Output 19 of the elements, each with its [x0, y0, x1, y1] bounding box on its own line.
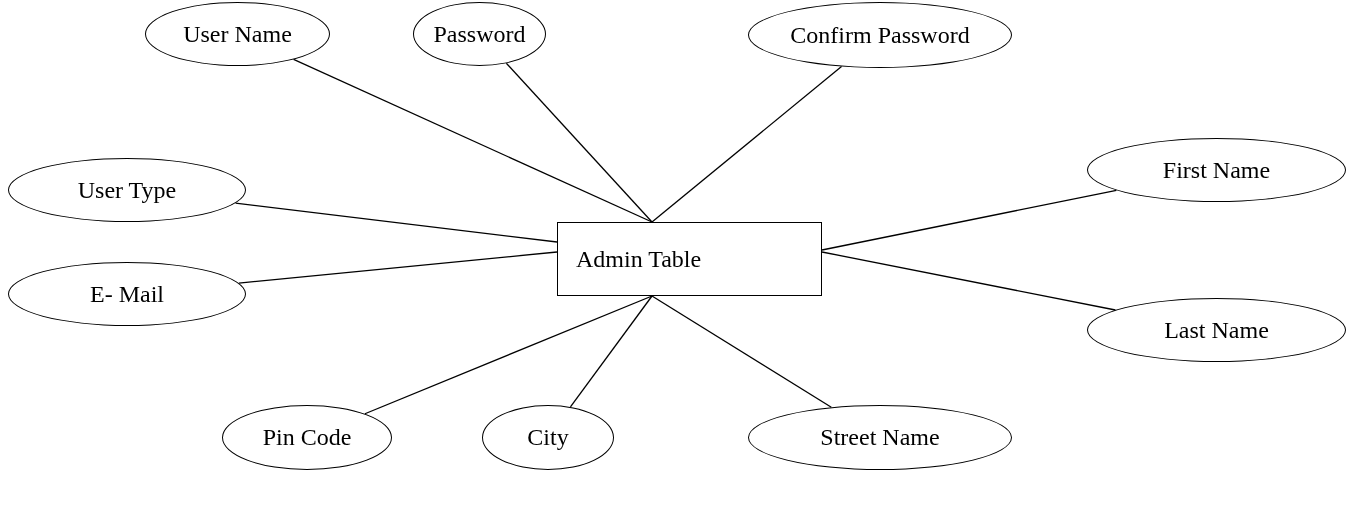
attribute-ellipse: User Name	[145, 2, 330, 66]
connector-line	[234, 202, 558, 243]
attribute-ellipse: User Type	[8, 158, 246, 222]
attribute-ellipse: Street Name	[748, 405, 1012, 470]
entity-box: Admin Table	[557, 222, 822, 296]
attribute-ellipse: Last Name	[1087, 298, 1346, 362]
connector-line	[238, 251, 558, 284]
attribute-ellipse: Password	[413, 2, 546, 66]
attribute-ellipse: Confirm Password	[748, 2, 1012, 68]
connector-line	[821, 189, 1118, 251]
attribute-ellipse: Pin Code	[222, 405, 392, 470]
connector-line	[364, 295, 653, 415]
connector-line	[651, 295, 832, 408]
connector-line	[505, 62, 653, 223]
attribute-ellipse: E- Mail	[8, 262, 246, 326]
connector-line	[821, 251, 1117, 311]
attribute-ellipse: First Name	[1087, 138, 1346, 202]
connector-line	[292, 58, 653, 223]
attribute-ellipse: City	[482, 405, 614, 470]
